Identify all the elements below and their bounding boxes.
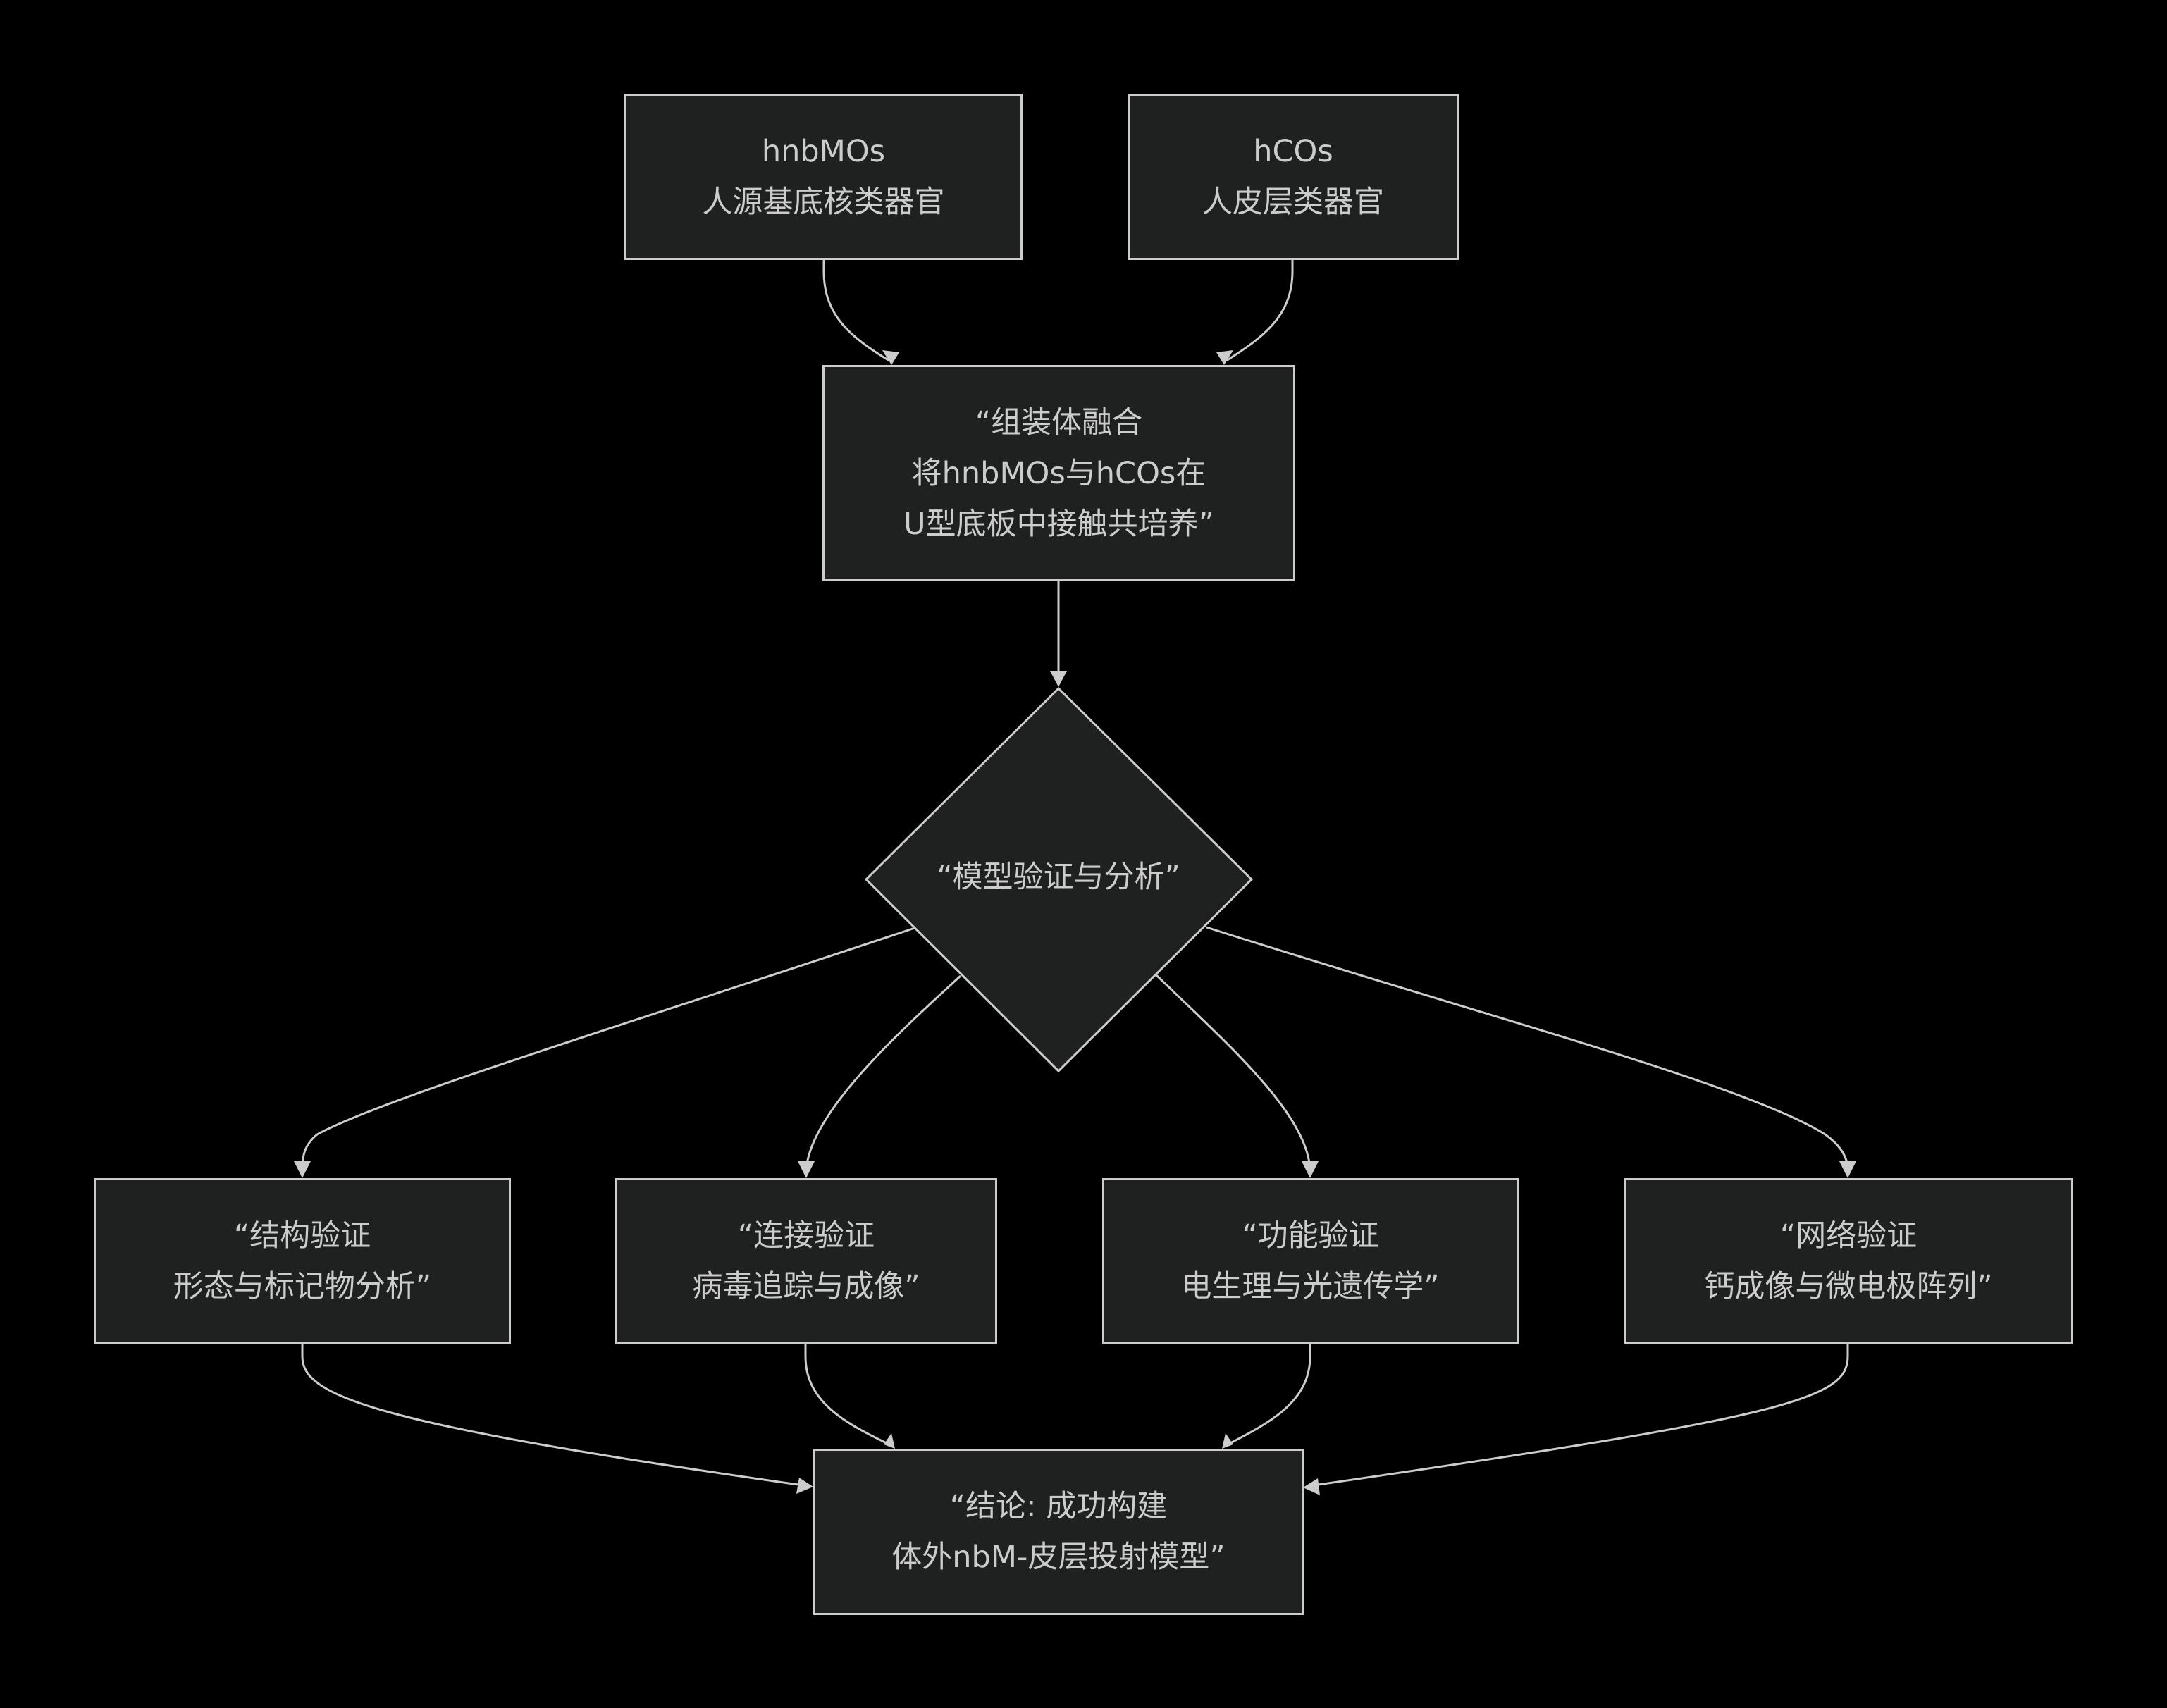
arrowhead-hnbmos-fusion	[882, 350, 899, 365]
node-hnbmos-line1: hnbMOs	[761, 134, 886, 169]
validation-diamond-shape	[864, 686, 1254, 1073]
arrowhead-connection-conclusion	[884, 1433, 895, 1449]
arrowhead-validation-network	[1839, 1161, 1856, 1178]
node-network[interactable]: “网络验证 钙成像与微电极阵列”	[1624, 1178, 2073, 1344]
node-hcos-line2: 人皮层类器官	[1202, 185, 1384, 220]
arrowhead-fusion-validation	[1050, 671, 1067, 687]
node-conclusion-line1: “结论: 成功构建	[949, 1489, 1168, 1524]
node-conclusion-line2: 体外nbM-皮层投射模型”	[891, 1540, 1226, 1575]
node-hcos[interactable]: hCOs 人皮层类器官	[1128, 94, 1459, 260]
node-network-line2: 钙成像与微电极阵列”	[1704, 1269, 1993, 1304]
arrowhead-network-conclusion	[1303, 1478, 1320, 1495]
edge-validation-network	[1206, 926, 1849, 1170]
edge-hcos-fusion	[1226, 259, 1294, 362]
arrowhead-hcos-fusion	[1216, 350, 1233, 365]
node-structure[interactable]: “结构验证 形态与标记物分析”	[94, 1178, 511, 1344]
node-connection-line1: “连接验证	[737, 1218, 875, 1254]
node-connection-line2: 病毒追踪与成像”	[692, 1269, 920, 1304]
arrowhead-function-conclusion	[1222, 1433, 1233, 1449]
node-validation-label[interactable]: “模型验证与分析”	[937, 860, 1180, 895]
node-function-line2: 电生理与光遗传学”	[1181, 1269, 1440, 1304]
node-fusion[interactable]: “组装体融合 将hnbMOs与hCOs在 U型底板中接触共培养”	[822, 365, 1295, 581]
node-hnbmos[interactable]: hnbMOs 人源基底核类器官	[624, 94, 1023, 260]
node-conclusion[interactable]: “结论: 成功构建 体外nbM-皮层投射模型”	[813, 1449, 1304, 1615]
node-structure-line2: 形态与标记物分析”	[173, 1269, 432, 1304]
node-hnbmos-line2: 人源基底核类器官	[702, 185, 945, 220]
edge-connection-conclusion	[804, 1344, 890, 1446]
arrowhead-validation-structure	[294, 1161, 311, 1178]
arrowhead-validation-function	[1302, 1161, 1319, 1178]
edge-function-conclusion	[1227, 1344, 1311, 1446]
edge-validation-function	[1155, 974, 1311, 1170]
node-fusion-line1: “组装体融合	[975, 404, 1143, 440]
arrowhead-structure-conclusion	[796, 1478, 813, 1494]
node-connection[interactable]: “连接验证 病毒追踪与成像”	[615, 1178, 997, 1344]
node-hcos-line1: hCOs	[1253, 134, 1333, 169]
edge-hnbmos-fusion	[822, 259, 890, 362]
arrowhead-validation-connection	[798, 1161, 815, 1178]
node-function-line1: “功能验证	[1242, 1218, 1379, 1254]
edge-validation-structure	[301, 927, 915, 1170]
node-structure-line1: “结构验证	[233, 1218, 371, 1254]
edge-network-conclusion	[1313, 1344, 1849, 1487]
node-fusion-line3: U型底板中接触共培养”	[903, 506, 1214, 542]
node-fusion-line2: 将hnbMOs与hCOs在	[911, 455, 1206, 491]
edge-validation-connection	[805, 974, 962, 1170]
node-function[interactable]: “功能验证 电生理与光遗传学”	[1102, 1178, 1519, 1344]
node-network-line1: “网络验证	[1779, 1218, 1918, 1254]
edge-structure-conclusion	[301, 1344, 804, 1487]
